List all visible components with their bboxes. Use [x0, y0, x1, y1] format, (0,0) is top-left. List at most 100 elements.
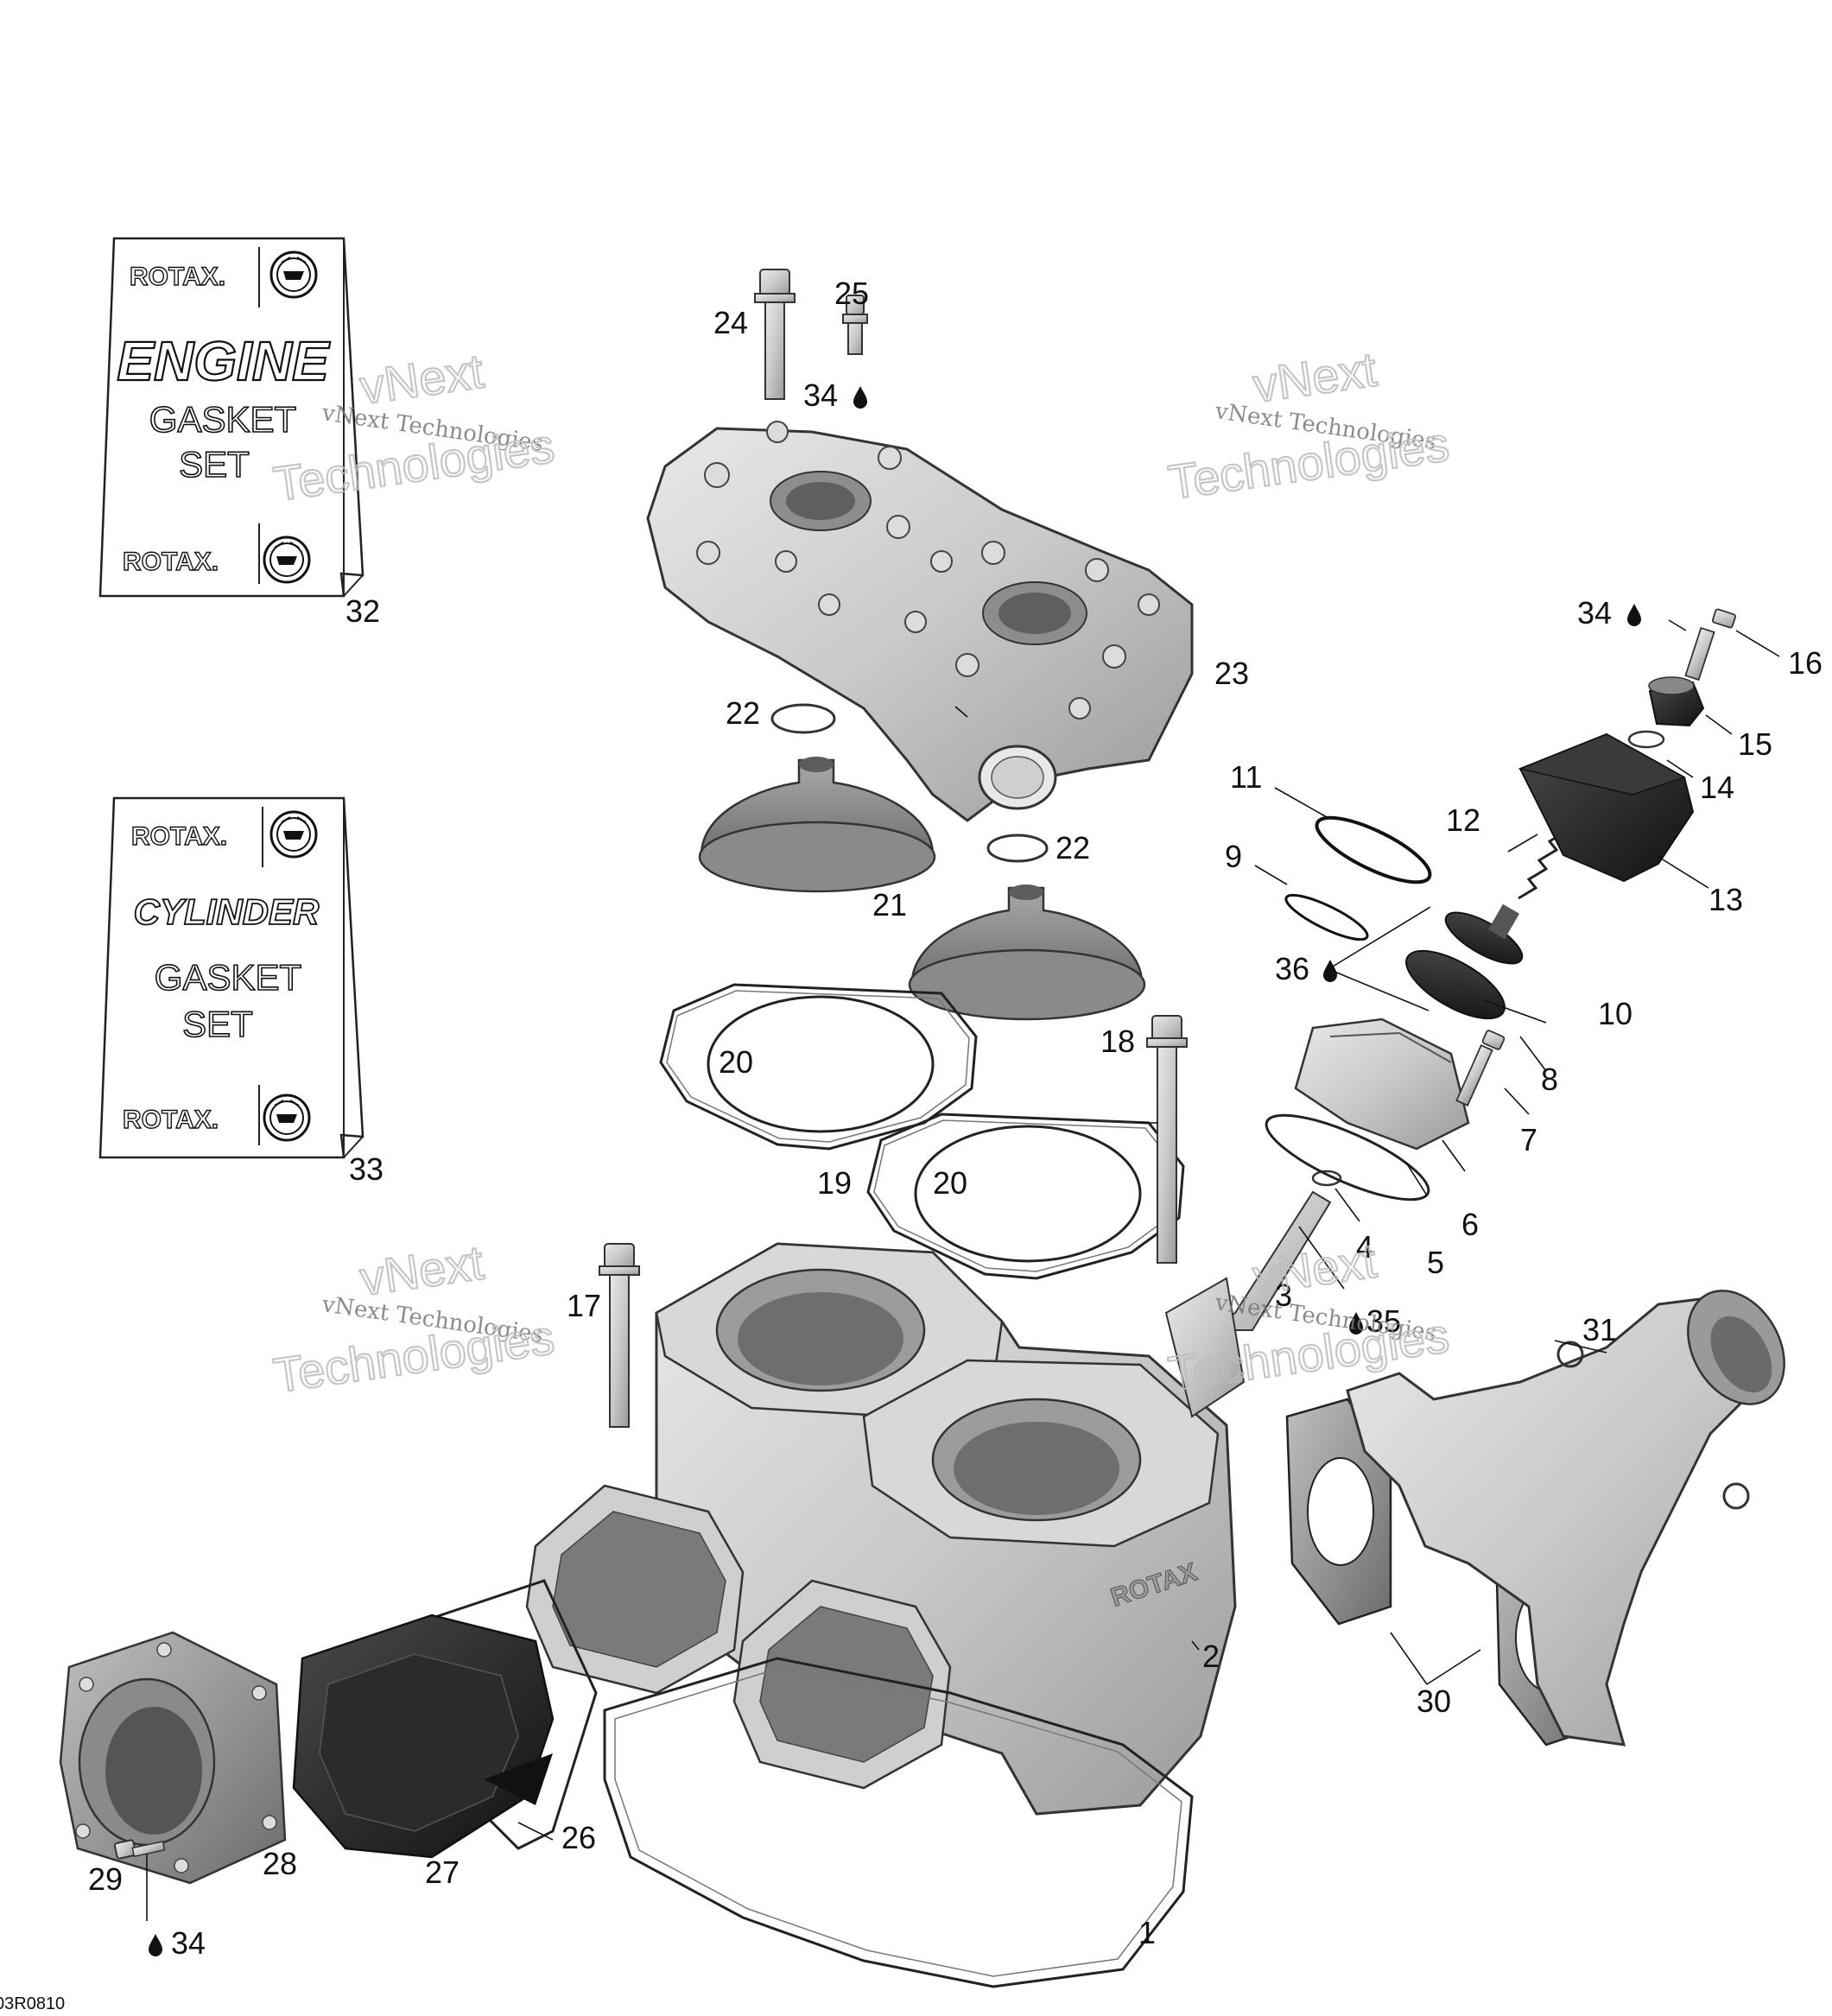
- callout-33: 33: [349, 1151, 384, 1187]
- exhaust-manifold-gasket: [1285, 1398, 1392, 1626]
- diagram-code: 03R0810: [0, 1994, 65, 2013]
- cylinder-bag-brand-bottom: ROTAX.: [123, 1106, 219, 1134]
- cylinder-block: ROTAX: [525, 1242, 1237, 1816]
- callout-20b: 20: [933, 1165, 967, 1201]
- combustion-chamber-insert: [698, 757, 936, 893]
- intake-adapter: [59, 1631, 287, 1885]
- callout-5: 5: [1427, 1245, 1444, 1280]
- valve-knob: [1648, 676, 1705, 727]
- cylinder-bag-title: CYLINDER: [134, 891, 320, 932]
- callout-34a: 34: [803, 377, 838, 413]
- callout-2: 2: [1202, 1639, 1220, 1674]
- o-ring: [770, 703, 836, 734]
- callout-3: 3: [1275, 1277, 1292, 1313]
- callout-22b: 22: [1055, 830, 1090, 865]
- cylinder-base-gasket: [603, 1657, 1194, 1988]
- engine-bag-brand-bottom: ROTAX.: [123, 548, 219, 576]
- engine-bag-word-set: SET: [179, 444, 250, 485]
- engine-bag-title: ENGINE: [117, 330, 331, 392]
- cylinder-bolt: [599, 1243, 640, 1428]
- cylinder-head-bolt: [754, 269, 796, 400]
- callout-25: 25: [834, 276, 869, 311]
- callout-17: 17: [567, 1288, 601, 1323]
- svg-text:vNext: vNext: [1250, 342, 1380, 413]
- brp-logo-icon: [269, 810, 318, 859]
- cylinder-head: [646, 421, 1194, 822]
- cover-washer: [1627, 730, 1665, 749]
- watermark: vNext vNext Technologies Technologies: [269, 1233, 559, 1404]
- callout-29: 29: [88, 1861, 123, 1897]
- rave-valve-housing: [1294, 1018, 1470, 1151]
- cylinder-stud: [1146, 1015, 1188, 1264]
- callout-12: 12: [1446, 802, 1480, 838]
- callout-26: 26: [561, 1820, 596, 1855]
- callout-4: 4: [1356, 1229, 1373, 1265]
- oil-drop-icon: [149, 1934, 162, 1956]
- exhaust-manifold: [1346, 1290, 1785, 1747]
- valve-piston: [1444, 903, 1524, 965]
- callout-8: 8: [1541, 1062, 1558, 1097]
- watermark: vNext vNext Technologies Technologies: [1164, 340, 1454, 510]
- brp-logo-icon: [263, 1094, 311, 1142]
- callout-9: 9: [1225, 839, 1242, 874]
- callout-21: 21: [872, 887, 907, 922]
- svg-text:vNext: vNext: [357, 344, 487, 415]
- cylinder-head-gasket: [659, 983, 978, 1151]
- svg-text:vNext: vNext: [1250, 1233, 1380, 1304]
- reed-valve-block: [292, 1613, 555, 1859]
- cylinder-bag-word-set: SET: [182, 1004, 253, 1044]
- o-ring-large: [1315, 815, 1432, 884]
- housing-screw: [1455, 1030, 1506, 1107]
- callout-18: 18: [1100, 1024, 1135, 1059]
- engine-bag-word-gasket: GASKET: [149, 399, 296, 440]
- callout-numbers: 1 2 3 4 5 6 7 8 9 10 11 12 13 14 15 16 1…: [88, 276, 1822, 1961]
- callout-31: 31: [1582, 1312, 1617, 1347]
- oil-drop-icon: [853, 386, 867, 409]
- callout-34b: 34: [1577, 595, 1612, 631]
- rave-valve-slide: [1164, 1190, 1332, 1418]
- callout-15: 15: [1738, 726, 1772, 762]
- adapter-screw: [113, 1839, 166, 1860]
- callout-13: 13: [1708, 882, 1743, 917]
- cylinder-head-gasket: [866, 1113, 1185, 1280]
- callout-27: 27: [425, 1854, 460, 1890]
- callout-23: 23: [1214, 656, 1249, 691]
- o-ring: [986, 834, 1049, 863]
- rave-valve-bellows: [1405, 949, 1506, 1020]
- valve-cover: [1518, 732, 1695, 883]
- engine-bag-brand-top: ROTAX.: [130, 263, 225, 291]
- callout-6: 6: [1461, 1207, 1479, 1242]
- callout-24: 24: [713, 305, 748, 340]
- callout-34c: 34: [171, 1925, 206, 1961]
- cylinder-gasket-set-bag: ROTAX. CYLINDER GASKET SET ROTAX.: [98, 796, 364, 1159]
- combustion-chamber-insert: [908, 884, 1146, 1021]
- callout-35: 35: [1366, 1303, 1401, 1339]
- callout-10: 10: [1598, 996, 1632, 1031]
- oil-drop-icon: [1627, 604, 1641, 626]
- callout-11: 11: [1230, 759, 1262, 795]
- callout-32: 32: [345, 593, 380, 629]
- engine-gasket-set-bag: ROTAX. ENGINE GASKET SET ROTAX.: [98, 237, 364, 598]
- callout-1: 1: [1138, 1915, 1156, 1950]
- callout-30: 30: [1417, 1683, 1451, 1719]
- valve-cover-screw: [1684, 608, 1737, 682]
- callout-19: 19: [817, 1165, 852, 1201]
- callout-16: 16: [1788, 645, 1822, 681]
- o-ring-small: [1284, 893, 1369, 941]
- callout-28: 28: [263, 1846, 297, 1881]
- rave-valve-o-ring: [1311, 1170, 1342, 1187]
- cylinder-bag-word-gasket: GASKET: [155, 957, 301, 998]
- cylinder-bag-brand-top: ROTAX.: [131, 822, 227, 851]
- svg-text:vNext: vNext: [357, 1235, 487, 1306]
- leader-lines: [146, 619, 1780, 1921]
- callout-7: 7: [1520, 1122, 1537, 1157]
- cylinder-head-stud: [842, 295, 868, 355]
- callout-22a: 22: [726, 695, 760, 731]
- oil-drop-icon: [1323, 960, 1337, 982]
- callout-36: 36: [1275, 951, 1309, 986]
- brp-logo-icon: [263, 536, 311, 584]
- rave-valve-gasket: [1265, 1113, 1430, 1201]
- brp-logo-icon: [269, 250, 318, 299]
- callout-14: 14: [1700, 770, 1734, 805]
